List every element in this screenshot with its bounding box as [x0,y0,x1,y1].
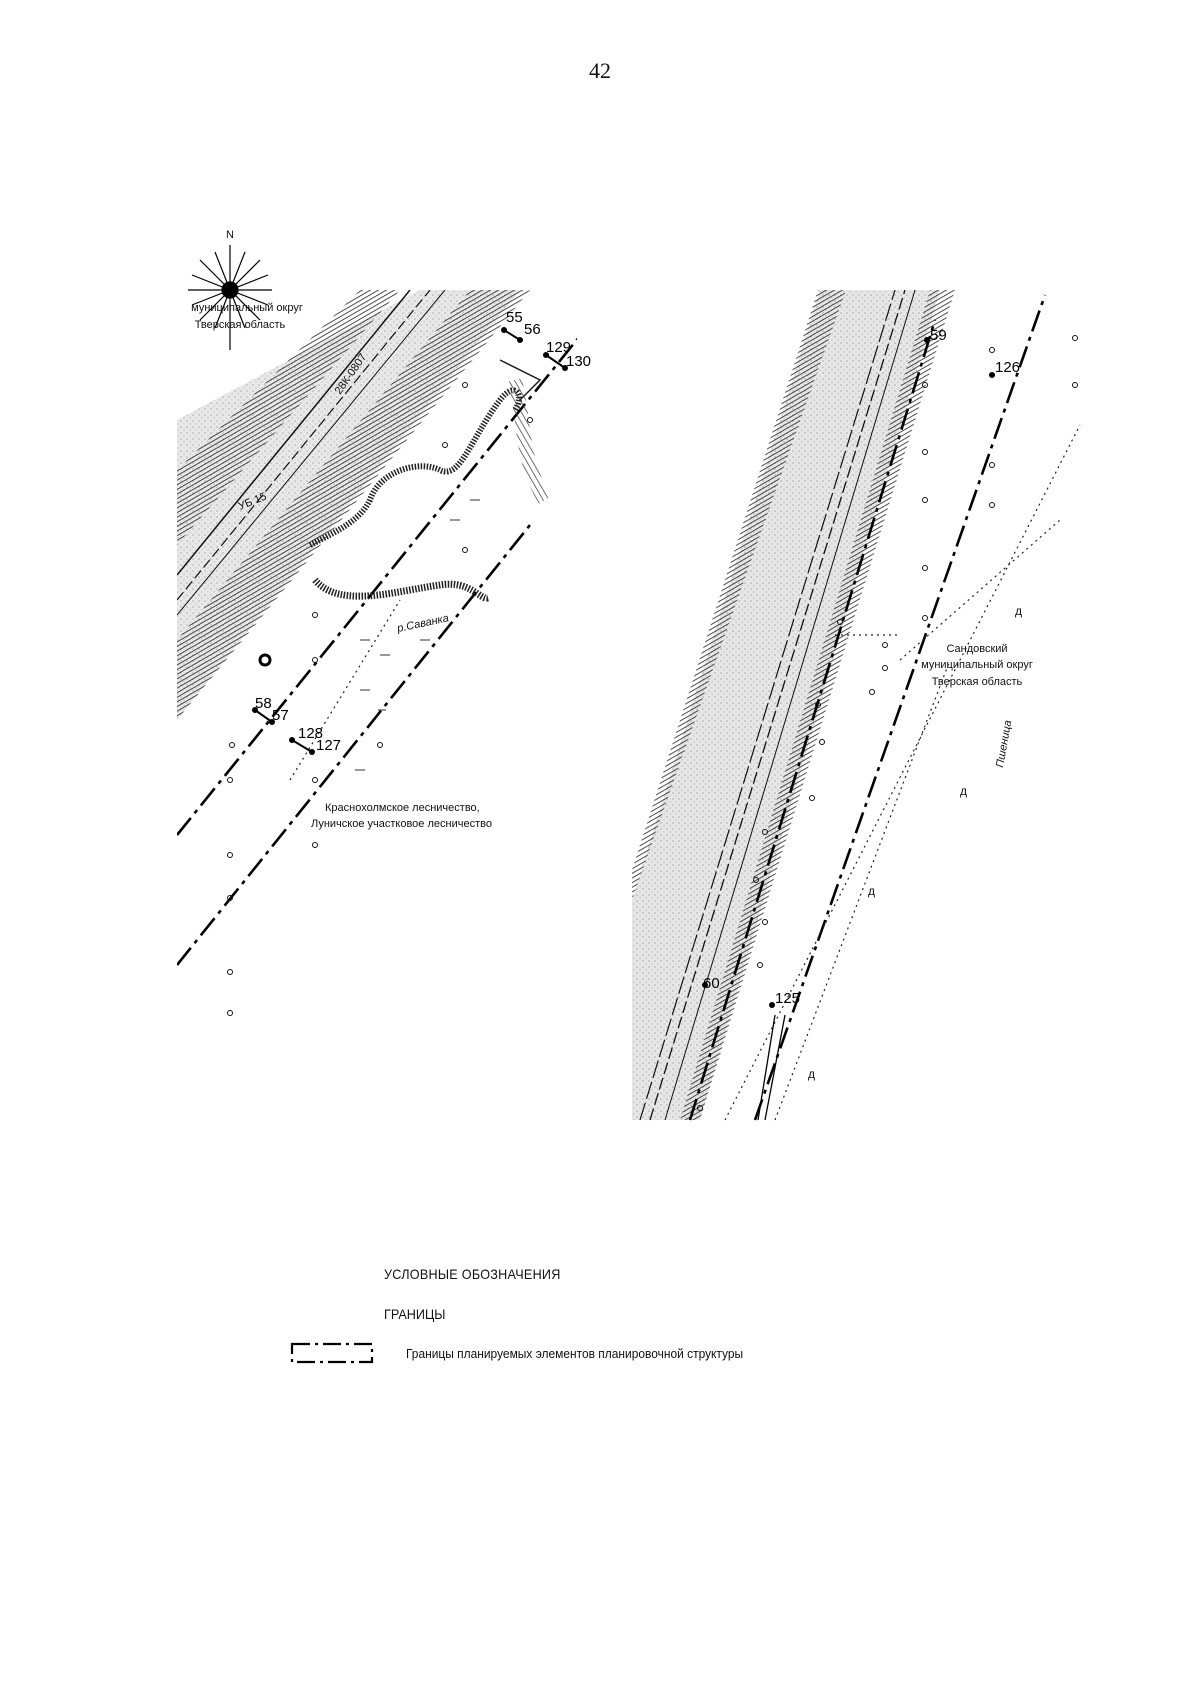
road-edge-line [177,290,431,601]
point-label-127: 127 [316,737,341,754]
road-edge-line [177,290,411,576]
right-river-label: Пшеница [994,719,1014,768]
point-label-60: 60 [703,975,720,992]
road-edge-line [177,290,446,616]
point-label-126: 126 [995,359,1020,376]
survey-markers [702,337,995,1008]
road-edge-line [639,290,896,1121]
legend-item: Границы планируемых элементов планировоч… [290,1338,990,1368]
point-label-125: 125 [775,990,800,1007]
roadside-ditch [764,1014,786,1121]
planning-boundary-line [688,319,937,1121]
left-district-label-2: Тверская область [195,319,286,331]
road-edge-line [664,290,916,1121]
page-number: 42 [589,58,611,83]
compass-north-label: N [226,229,234,241]
left-map [177,290,577,1016]
point-label-130: 130 [566,353,591,370]
boundary-line-swatch-icon [290,1342,374,1364]
forestry-label-1: Краснохолмское лесничество, [325,802,480,814]
road-edge-line [649,290,906,1121]
ravine [499,359,542,401]
right-district-label-2: муниципальный округ [921,659,1033,671]
road-embankment-right [177,290,530,720]
deciduous-symbols: д д д д [808,604,1022,1081]
tree-symbols [697,335,1078,1111]
point-label-128: 128 [298,725,323,742]
point-label-57: 57 [272,707,289,724]
point-label-129: 129 [546,339,571,356]
tree-symbols [227,382,533,1016]
left-district-label-1: муниципальный округ [191,302,303,314]
marsh-symbols [355,499,480,771]
river-savanka [312,577,489,602]
river-savanka [308,387,522,548]
road-embankment-left [632,290,846,900]
planning-boundary-line [753,294,1047,1121]
dotted-boundary [724,424,1081,1121]
road-embankment-left [177,290,400,545]
svg-text:д: д [868,884,875,898]
svg-text:д: д [1015,604,1022,618]
river-label: р.Саванка [395,612,450,635]
point-label-55: 55 [506,309,523,326]
right-district-label-1: Сандовский [946,643,1007,655]
point-label-58: 58 [255,695,272,712]
legend-title: УСЛОВНЫЕ ОБОЗНАЧЕНИЯ [384,1266,561,1282]
ravine [508,378,552,504]
compass-rose-icon [188,245,272,350]
dotted-boundary [899,519,1061,661]
point-label-59: 59 [930,327,947,344]
svg-text:д: д [960,784,967,798]
roadside-ditch [757,1014,776,1121]
dotted-boundary [774,659,951,1121]
dotted-boundary [289,599,401,781]
legend-section-title: ГРАНИЦЫ [384,1306,446,1322]
planning-boundary-line [177,524,532,966]
svg-text:д: д [808,1067,815,1081]
point-label-56: 56 [524,321,541,338]
right-district-label-3: Тверская область [932,676,1023,688]
right-map: д д д д [632,290,1081,1121]
legend-item-label: Границы планируемых элементов планировоч… [406,1346,744,1361]
road-corridor-shade [632,290,940,1120]
forestry-label-2: Луничское участковое лесничество [311,818,492,830]
